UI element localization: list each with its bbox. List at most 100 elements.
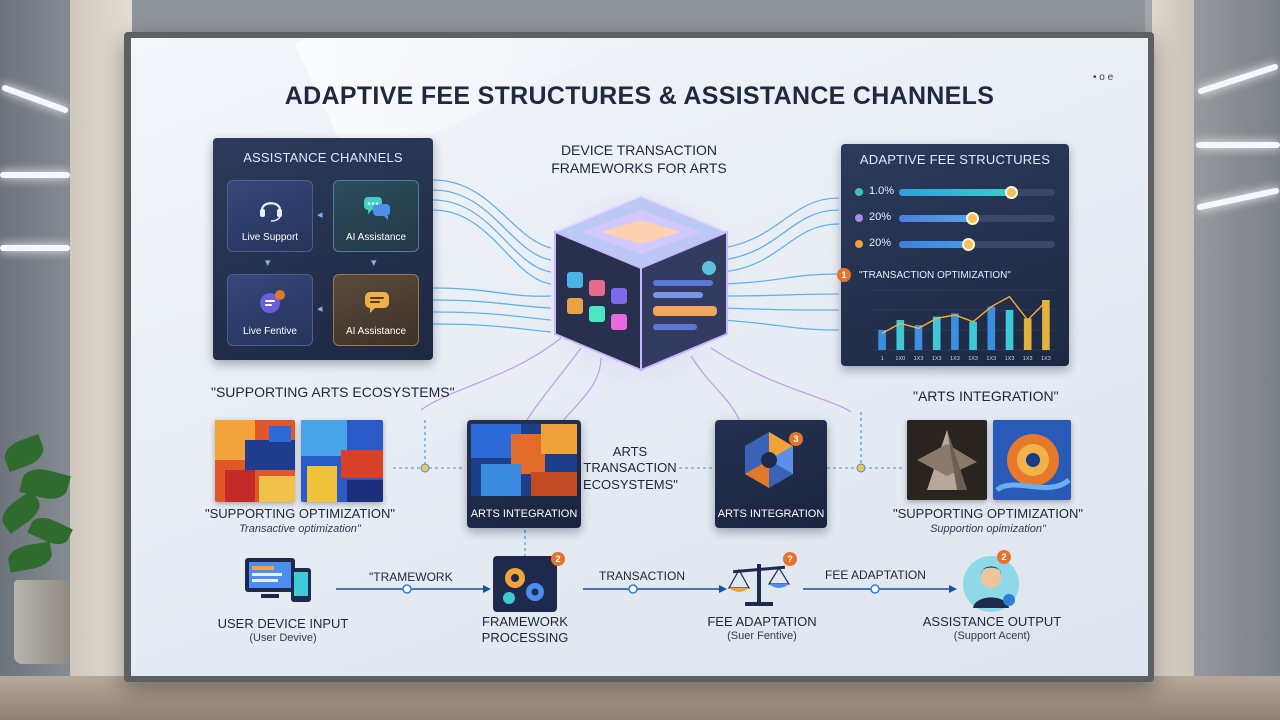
node-title: FEE ADAPTATION	[707, 614, 817, 629]
chart-bar	[932, 316, 941, 350]
panel-title: ASSISTANCE CHANNELS	[243, 150, 403, 165]
slider-handle[interactable]	[1005, 186, 1019, 199]
step-badge: 2	[997, 550, 1011, 564]
abstract-painting	[301, 420, 383, 502]
step-badge: 2	[551, 552, 565, 566]
x-tick-label: 1X3	[968, 356, 978, 362]
status-dot-icon	[855, 188, 863, 196]
display-screen: ADAPTIVE FEE STRUCTURES & ASSISTANCE CHA…	[131, 38, 1148, 676]
headset-icon	[260, 202, 282, 222]
x-tick-label: 1X3	[1005, 356, 1015, 362]
arrow-down-icon: ▾	[265, 257, 271, 269]
status-dot-icon	[855, 240, 863, 248]
chat-bubble-icon	[365, 292, 389, 313]
support-agent-icon	[963, 556, 1019, 612]
fee-level-fill	[899, 241, 968, 248]
pager-dots[interactable]: • o e	[1093, 72, 1114, 83]
x-tick-label: 1X3	[986, 356, 996, 362]
page-title: ADAPTIVE FEE STRUCTURES & ASSISTANCE CHA…	[284, 82, 995, 110]
chart-bar	[987, 306, 996, 350]
optimization-bar-chart: 1 1X0 1X3 1X3 1X3 1X3 1X3 1X3 1X3 1X3	[873, 289, 1055, 362]
tile-label: AI Assistance	[345, 232, 407, 243]
chart-bar	[1023, 318, 1032, 350]
step-badge: 1	[837, 268, 851, 282]
sculpture-image	[907, 420, 987, 500]
tile-label: AI Assistance	[345, 326, 407, 337]
edge-label: "TRAMEWORK	[369, 570, 453, 584]
node-subtitle: (User Devive)	[249, 632, 317, 644]
fee-structures-panel: ADAPTIVE FEE STRUCTURES 1.0% 20% 20%	[837, 144, 1069, 366]
tile-live-fentive[interactable]: Live Fentive	[227, 274, 313, 346]
caption-right: "SUPPORTING OPTIMIZATION"	[892, 506, 1084, 521]
chart-bar	[1005, 310, 1014, 350]
chart-bar	[914, 325, 923, 350]
trend-line	[881, 295, 1047, 334]
x-tick-label: 1X3	[1023, 356, 1033, 362]
wall-pillar	[70, 0, 132, 720]
fee-value: 20%	[869, 211, 892, 223]
arrow-left-icon: ◂	[317, 209, 323, 221]
arts-integration-label: "ARTS INTEGRATION"	[913, 388, 1059, 404]
node-title: USER DEVICE INPUT	[217, 616, 349, 631]
fee-slider-row[interactable]: 20%	[855, 237, 1055, 252]
chat-bubbles-icon	[364, 197, 390, 220]
arts-transaction-label: ARTS TRANSACTION ECOSYSTEMS"	[583, 444, 678, 492]
tile-ai-assistance[interactable]: AI Assistance	[333, 180, 419, 252]
edge-label: TRANSACTION	[599, 569, 686, 583]
assistance-channels-panel: ASSISTANCE CHANNELS Live Support AI Assi…	[213, 138, 433, 360]
step-badge: 3	[789, 432, 803, 446]
transaction-cube-graphic	[552, 194, 730, 372]
node-title: FRAMEWORK PROCESSING	[481, 614, 569, 645]
balance-scale-icon	[727, 564, 791, 606]
gears-icon	[493, 556, 557, 612]
tile-label: Live Fentive	[243, 326, 297, 337]
arts-integration-card[interactable]: 3 ARTS INTEGRATION	[715, 420, 827, 528]
step-badge: ?	[783, 552, 797, 566]
fee-value: 20%	[869, 237, 892, 249]
node-subtitle: (Suer Fentive)	[727, 630, 797, 642]
swirl-painting	[993, 420, 1071, 500]
slider-handle[interactable]	[966, 212, 980, 225]
tile-label: Live Support	[241, 232, 299, 243]
abstract-painting	[215, 420, 295, 502]
tile-live-support[interactable]: Live Support	[227, 180, 313, 252]
tile-ai-assistance-2[interactable]: AI Assistance	[333, 274, 419, 346]
supporting-arts-label: "SUPPORTING ARTS ECOSYSTEMS"	[211, 384, 455, 400]
arrow-down-icon: ▾	[371, 257, 377, 269]
chat-badge-icon	[260, 290, 285, 313]
fee-slider-row[interactable]: 1.0%	[855, 185, 1055, 200]
fee-level-fill	[899, 189, 1012, 196]
device-icon	[245, 558, 311, 602]
x-tick-label: 1X3	[932, 356, 942, 362]
slider-handle[interactable]	[961, 238, 975, 251]
ceiling-light	[0, 245, 70, 251]
caption-left-sub: Transactive optimization"	[239, 523, 361, 535]
center-heading: DEVICE TRANSACTION FRAMEWORKS FOR ARTS	[551, 142, 727, 176]
ceiling-light	[0, 172, 70, 178]
caption-left: "SUPPORTING OPTIMIZATION"	[204, 506, 396, 521]
chart-bar	[878, 330, 886, 350]
abstract-painting	[471, 424, 577, 496]
fee-value: 1.0%	[869, 185, 895, 197]
status-dot-icon	[855, 214, 863, 222]
arts-integration-card[interactable]: ARTS INTEGRATION	[467, 420, 581, 528]
node-title: ASSISTANCE OUTPUT	[922, 614, 1062, 629]
caption-right-sub: Supportion opimization"	[930, 523, 1046, 535]
x-tick-label: 1X3	[914, 356, 924, 362]
chart-bar	[896, 320, 905, 350]
x-tick-label: 1X0	[895, 356, 905, 362]
chart-bar	[951, 313, 959, 350]
ceiling-light	[1196, 142, 1280, 148]
x-tick-label: 1X3	[950, 356, 960, 362]
x-tick-label: 1X3	[1041, 356, 1051, 362]
floor	[0, 676, 1280, 720]
chart-bar	[969, 321, 977, 350]
card-label: ARTS INTEGRATION	[717, 508, 825, 520]
fee-slider-row[interactable]: 20%	[855, 211, 1055, 226]
card-label: ARTS INTEGRATION	[470, 508, 578, 520]
chart-bar	[1042, 300, 1050, 350]
geometric-sculpture-icon	[745, 432, 793, 488]
x-tick-label: 1	[881, 356, 884, 362]
optimization-label: "TRANSACTION OPTIMIZATION"	[859, 270, 1011, 281]
fee-level-fill	[899, 215, 973, 222]
